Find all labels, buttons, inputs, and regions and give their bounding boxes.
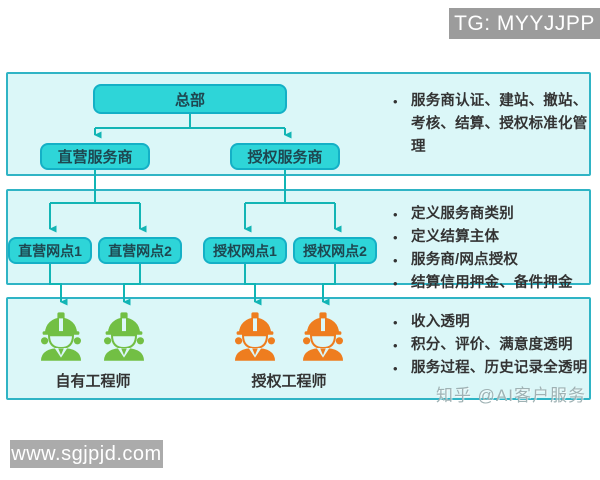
node-authorized-outlet-2: 授权网点2 — [293, 237, 377, 264]
site-watermark-text: www.sgjpjd.com — [11, 442, 162, 465]
bullet-list-network: • 定义服务商类别 • 定义结算主体 • 服务商/网点授权 • 结算信用押金、备… — [390, 203, 592, 295]
node-authorized-outlet-1: 授权网点1 — [203, 237, 287, 264]
bullet-text: 定义结算主体 — [411, 229, 500, 245]
bullet-item: • 服务商认证、建站、撤站、考核、结算、授权标准化管理 — [390, 90, 592, 159]
bullet-item: • 结算信用押金、备件押金 — [390, 272, 592, 295]
bullet-item: • 积分、评价、满意度透明 — [390, 334, 592, 357]
bullet-item: • 服务过程、历史记录全透明 — [390, 357, 592, 380]
node-direct-provider: 直营服务商 — [40, 143, 150, 170]
engineer-icon — [299, 311, 347, 361]
node-direct-outlet-1-label: 直营网点1 — [18, 242, 82, 259]
panel-engineer-section — [6, 297, 591, 400]
node-direct-provider-label: 直营服务商 — [57, 149, 133, 166]
bullet-item: • 定义服务商类别 — [390, 203, 592, 226]
bullet-item: • 服务商/网点授权 — [390, 249, 592, 272]
bullet-text: 结算信用押金、备件押金 — [411, 275, 573, 291]
bullet-dot: • — [393, 361, 398, 376]
site-watermark-badge: www.sgjpjd.com — [10, 440, 163, 468]
node-headquarters-label: 总部 — [174, 91, 205, 109]
bullet-text: 收入透明 — [411, 314, 470, 330]
authorized-engineer-label: 授权工程师 — [251, 373, 327, 390]
bullet-item: • 定义结算主体 — [390, 226, 592, 249]
bullet-text: 积分、评价、满意度透明 — [411, 337, 573, 353]
own-engineer-label: 自有工程师 — [55, 373, 131, 390]
node-headquarters: 总部 — [93, 84, 287, 114]
engineer-icon — [37, 311, 85, 361]
bullet-list-headquarters: • 服务商认证、建站、撤站、考核、结算、授权标准化管理 — [390, 90, 592, 159]
tg-watermark-badge: TG: MYYJJPP — [449, 8, 600, 39]
bullet-list-engineer: • 收入透明 • 积分、评价、满意度透明 • 服务过程、历史记录全透明 — [390, 311, 592, 380]
bullet-text: 服务商认证、建站、撤站、考核、结算、授权标准化管理 — [411, 93, 588, 155]
node-authorized-provider: 授权服务商 — [230, 143, 340, 170]
engineer-icon — [100, 311, 148, 361]
node-direct-outlet-2: 直营网点2 — [98, 237, 182, 264]
node-direct-outlet-2-label: 直营网点2 — [108, 242, 172, 259]
bullet-dot: • — [393, 276, 398, 291]
bullet-dot: • — [393, 253, 398, 268]
bullet-dot: • — [393, 207, 398, 222]
node-authorized-provider-label: 授权服务商 — [247, 149, 323, 166]
bullet-dot: • — [393, 315, 398, 330]
bullet-dot: • — [393, 338, 398, 353]
bullet-text: 服务商/网点授权 — [411, 252, 519, 268]
node-authorized-outlet-2-label: 授权网点2 — [303, 242, 367, 259]
tg-watermark-text: TG: MYYJJPP — [454, 11, 595, 35]
bullet-dot: • — [393, 94, 398, 109]
bullet-text: 服务过程、历史记录全透明 — [411, 360, 588, 376]
bullet-text: 定义服务商类别 — [411, 206, 514, 222]
bullet-item: • 收入透明 — [390, 311, 592, 334]
bullet-dot: • — [393, 230, 398, 245]
node-direct-outlet-1: 直营网点1 — [8, 237, 92, 264]
node-authorized-outlet-1-label: 授权网点1 — [213, 242, 277, 259]
zhihu-watermark: 知乎 @AI客户服务 — [435, 386, 586, 405]
engineer-icon — [231, 311, 279, 361]
